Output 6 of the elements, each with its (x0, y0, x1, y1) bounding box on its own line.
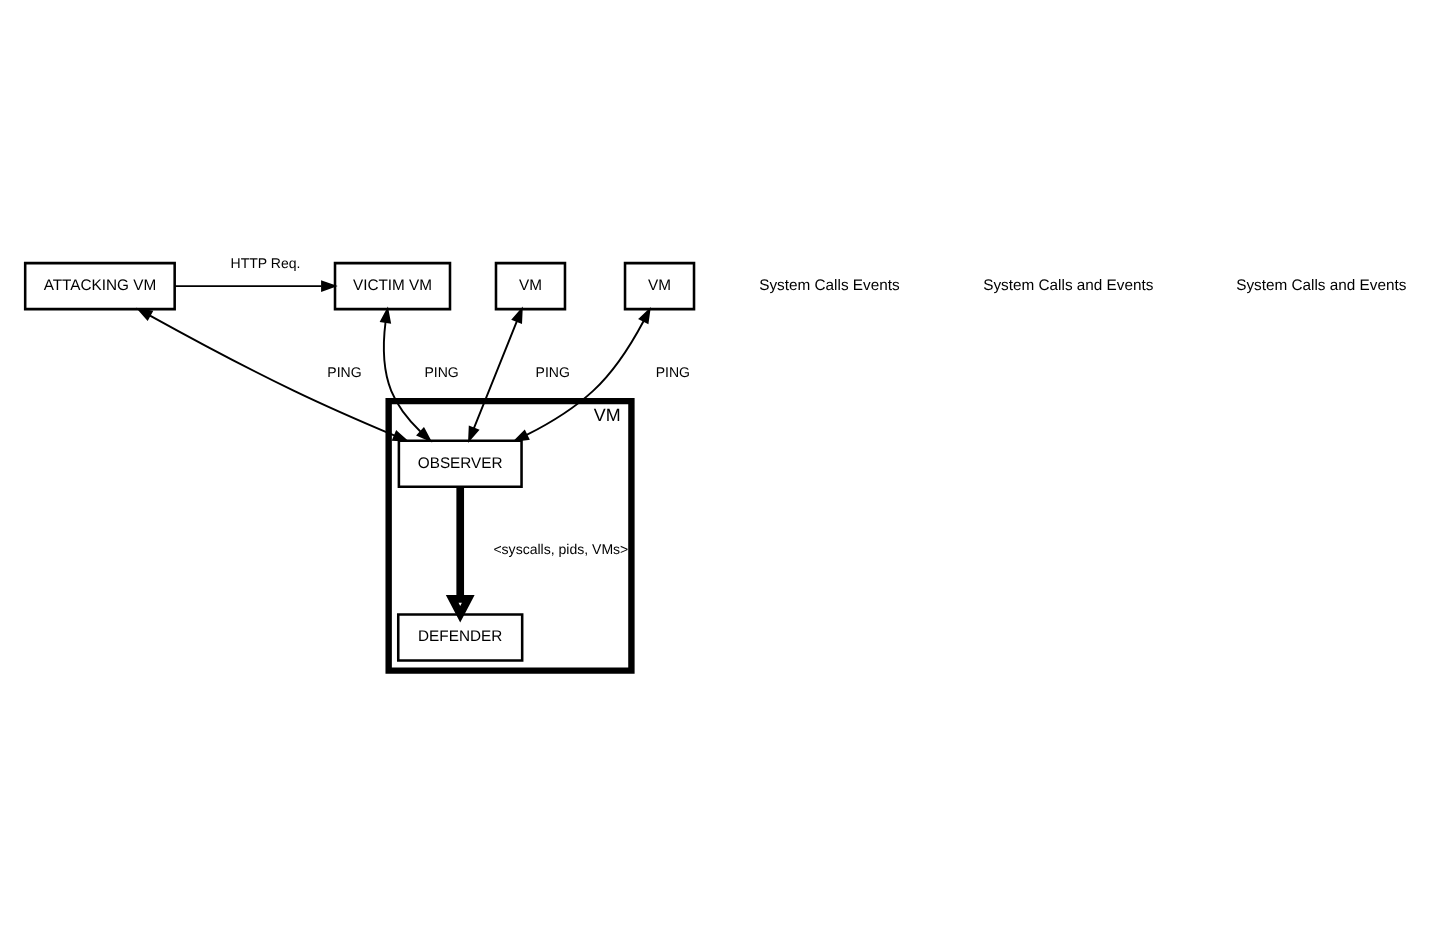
arrow (134, 307, 409, 442)
arrow (172, 280, 337, 292)
arrow (511, 306, 650, 442)
arrow (378, 306, 432, 443)
arrow (444, 487, 474, 623)
arrow (467, 306, 522, 444)
